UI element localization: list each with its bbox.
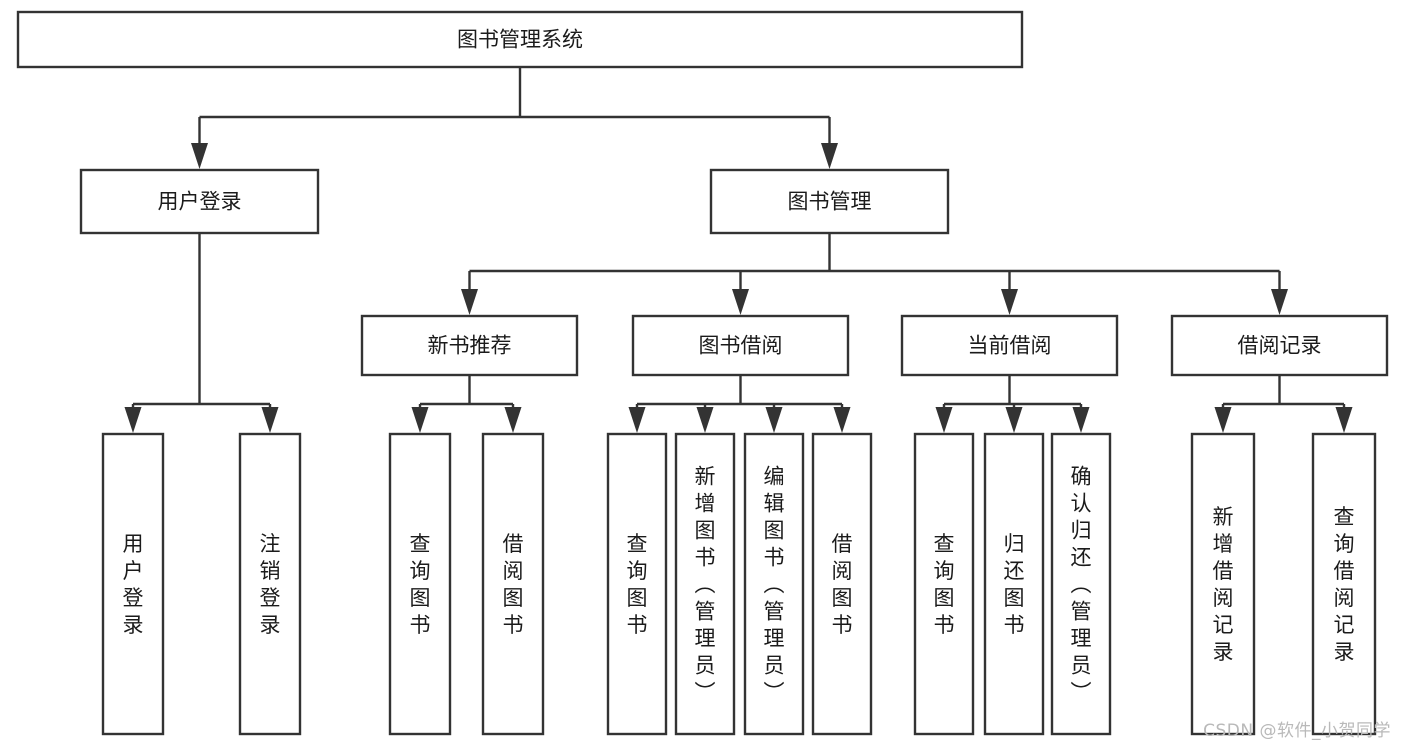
edge-group-book-manage xyxy=(461,233,1288,315)
node-box xyxy=(743,432,805,736)
node-leaf-add-book[interactable]: 新增图书︵管理员︶ xyxy=(674,432,736,736)
arrowhead-icon xyxy=(261,407,279,433)
node-box xyxy=(360,314,579,377)
node-leaf-edit-book[interactable]: 编辑图书︵管理员︶ xyxy=(743,432,805,736)
node-box xyxy=(900,314,1119,377)
nodes-layer: 图书管理系统用户登录图书管理新书推荐图书借阅当前借阅借阅记录用户登录注销登录查询… xyxy=(16,10,1389,736)
node-box xyxy=(101,432,165,736)
arrowhead-icon xyxy=(124,407,142,433)
node-label: 查询图书 xyxy=(934,532,955,637)
arrowhead-icon xyxy=(732,289,749,315)
node-label: 借阅图书 xyxy=(503,532,524,637)
arrowhead-icon xyxy=(1001,289,1018,315)
arrowhead-icon xyxy=(935,407,953,433)
node-book-borrow[interactable]: 图书借阅 xyxy=(631,314,850,377)
arrowhead-icon xyxy=(696,407,714,433)
arrowhead-icon xyxy=(765,407,783,433)
arrowhead-icon xyxy=(628,407,646,433)
node-leaf-borrow-book-1[interactable]: 借阅图书 xyxy=(481,432,545,736)
node-leaf-borrow-book-2[interactable]: 借阅图书 xyxy=(811,432,873,736)
node-label: 新增借阅记录 xyxy=(1213,505,1234,664)
node-box xyxy=(1170,314,1389,377)
node-current-borrow[interactable]: 当前借阅 xyxy=(900,314,1119,377)
node-label: 查询图书 xyxy=(410,532,431,637)
node-box xyxy=(79,168,320,235)
arrowhead-icon xyxy=(1214,407,1232,433)
arrowhead-icon xyxy=(833,407,851,433)
edge-group-user-login xyxy=(124,233,279,433)
edge-group-current-borrow xyxy=(935,375,1090,433)
node-box xyxy=(811,432,873,736)
edge-group-book-borrow xyxy=(628,375,851,433)
node-leaf-user-logout[interactable]: 注销登录 xyxy=(238,432,302,736)
node-box xyxy=(1190,432,1256,736)
arrowhead-icon xyxy=(1005,407,1023,433)
node-leaf-query-book-1[interactable]: 查询图书 xyxy=(388,432,452,736)
node-label: 借阅记录 xyxy=(1238,334,1322,358)
node-label: 借阅图书 xyxy=(832,532,853,637)
node-box xyxy=(606,432,668,736)
node-label: 新书推荐 xyxy=(428,334,512,358)
arrowhead-icon xyxy=(191,143,208,169)
node-new-book-rec[interactable]: 新书推荐 xyxy=(360,314,579,377)
node-leaf-query-book-2[interactable]: 查询图书 xyxy=(606,432,668,736)
node-leaf-confirm-return[interactable]: 确认归还︵管理员︶ xyxy=(1050,432,1112,736)
arrowhead-icon xyxy=(504,407,522,433)
edge-group-borrow-record xyxy=(1214,375,1353,433)
node-label: 用户登录 xyxy=(158,190,242,214)
arrowhead-icon xyxy=(411,407,429,433)
node-label: 图书借阅 xyxy=(699,334,783,358)
node-leaf-return-book[interactable]: 归还图书 xyxy=(983,432,1045,736)
node-label: 图书管理 xyxy=(788,190,872,214)
node-label: 查询图书 xyxy=(627,532,648,637)
arrowhead-icon xyxy=(461,289,478,315)
node-label: 查询借阅记录 xyxy=(1334,505,1355,664)
node-leaf-query-record[interactable]: 查询借阅记录 xyxy=(1311,432,1377,736)
node-label: 新增图书︵管理员︶ xyxy=(695,465,716,705)
edge-group-new-book-rec xyxy=(411,375,522,433)
edges-layer xyxy=(124,67,1353,433)
node-leaf-query-book-3[interactable]: 查询图书 xyxy=(913,432,975,736)
node-leaf-add-record[interactable]: 新增借阅记录 xyxy=(1190,432,1256,736)
node-box xyxy=(709,168,950,235)
node-label: 编辑图书︵管理员︶ xyxy=(764,465,785,705)
node-box xyxy=(1311,432,1377,736)
node-leaf-user-login[interactable]: 用户登录 xyxy=(101,432,165,736)
node-book-manage[interactable]: 图书管理 xyxy=(709,168,950,235)
node-borrow-record[interactable]: 借阅记录 xyxy=(1170,314,1389,377)
node-label: 归还图书 xyxy=(1004,532,1025,637)
arrowhead-icon xyxy=(1072,407,1090,433)
node-box xyxy=(16,10,1024,69)
edge-group-root xyxy=(191,67,838,169)
node-box xyxy=(1050,432,1112,736)
node-label: 用户登录 xyxy=(123,532,144,637)
node-box xyxy=(983,432,1045,736)
node-box xyxy=(481,432,545,736)
arrowhead-icon xyxy=(821,143,838,169)
node-box xyxy=(631,314,850,377)
node-box xyxy=(388,432,452,736)
node-label: 图书管理系统 xyxy=(457,28,583,52)
node-box xyxy=(238,432,302,736)
arrowhead-icon xyxy=(1335,407,1353,433)
node-user-login[interactable]: 用户登录 xyxy=(79,168,320,235)
node-box xyxy=(674,432,736,736)
node-label: 当前借阅 xyxy=(968,334,1052,358)
node-box xyxy=(913,432,975,736)
node-label: 注销登录 xyxy=(260,532,281,637)
arrowhead-icon xyxy=(1271,289,1288,315)
node-root[interactable]: 图书管理系统 xyxy=(16,10,1024,69)
node-label: 确认归还︵管理员︶ xyxy=(1071,465,1092,705)
